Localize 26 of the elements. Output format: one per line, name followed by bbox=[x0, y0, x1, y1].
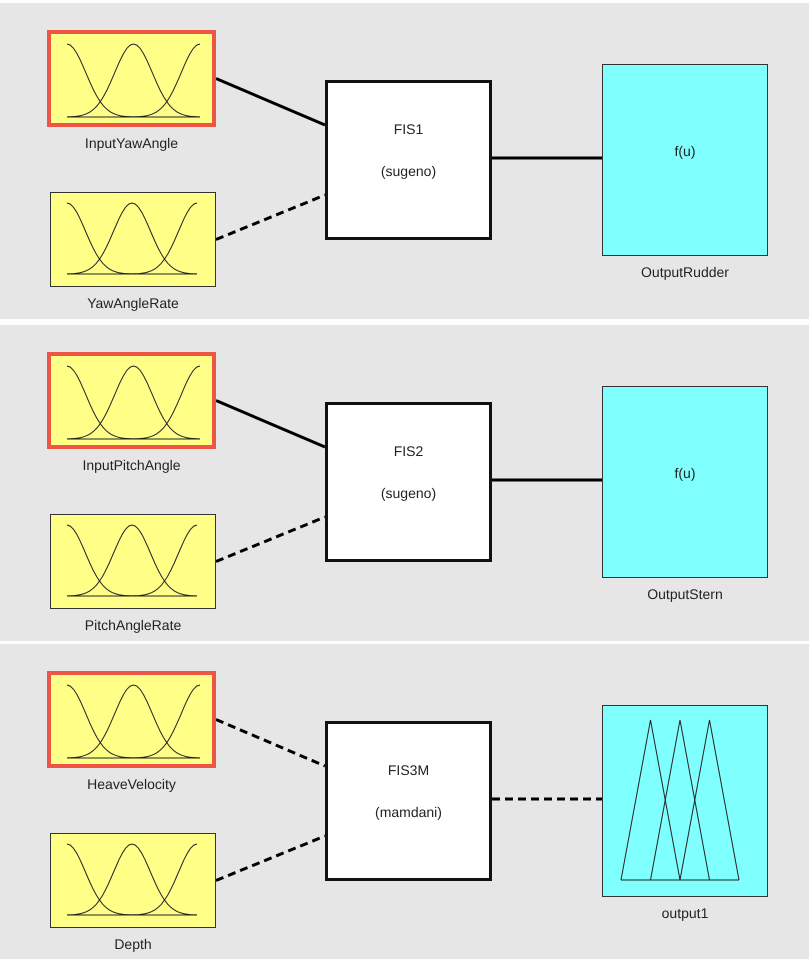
block-label: f(u) bbox=[674, 143, 696, 159]
connector-line bbox=[215, 718, 326, 768]
connector-line bbox=[215, 516, 326, 563]
variable-name: InputPitchAngle bbox=[82, 457, 181, 473]
block-label: (sugeno) bbox=[380, 485, 436, 501]
variable-name: output1 bbox=[662, 905, 708, 921]
connector-line bbox=[492, 478, 602, 482]
connector-line bbox=[215, 77, 326, 126]
block-label: FIS2 bbox=[394, 443, 424, 459]
variable-name: OutputRudder bbox=[641, 264, 729, 280]
connector-line bbox=[215, 399, 326, 448]
block-label: (mamdani) bbox=[375, 804, 442, 820]
variable-name: Depth bbox=[114, 936, 152, 952]
block-label: FIS3M bbox=[388, 762, 430, 778]
block-label: f(u) bbox=[674, 465, 696, 481]
block-label: FIS1 bbox=[394, 121, 424, 137]
connector-line bbox=[492, 798, 602, 800]
variable-name: PitchAngleRate bbox=[84, 617, 182, 633]
connector-line bbox=[492, 156, 602, 160]
connector-line bbox=[215, 834, 326, 882]
variable-name: InputYawAngle bbox=[84, 135, 178, 151]
variable-name: OutputStern bbox=[647, 586, 723, 602]
block-label: (sugeno) bbox=[380, 163, 436, 179]
variable-name: HeaveVelocity bbox=[87, 776, 176, 792]
variable-name: YawAngleRate bbox=[87, 295, 179, 311]
connector-line bbox=[215, 194, 326, 241]
